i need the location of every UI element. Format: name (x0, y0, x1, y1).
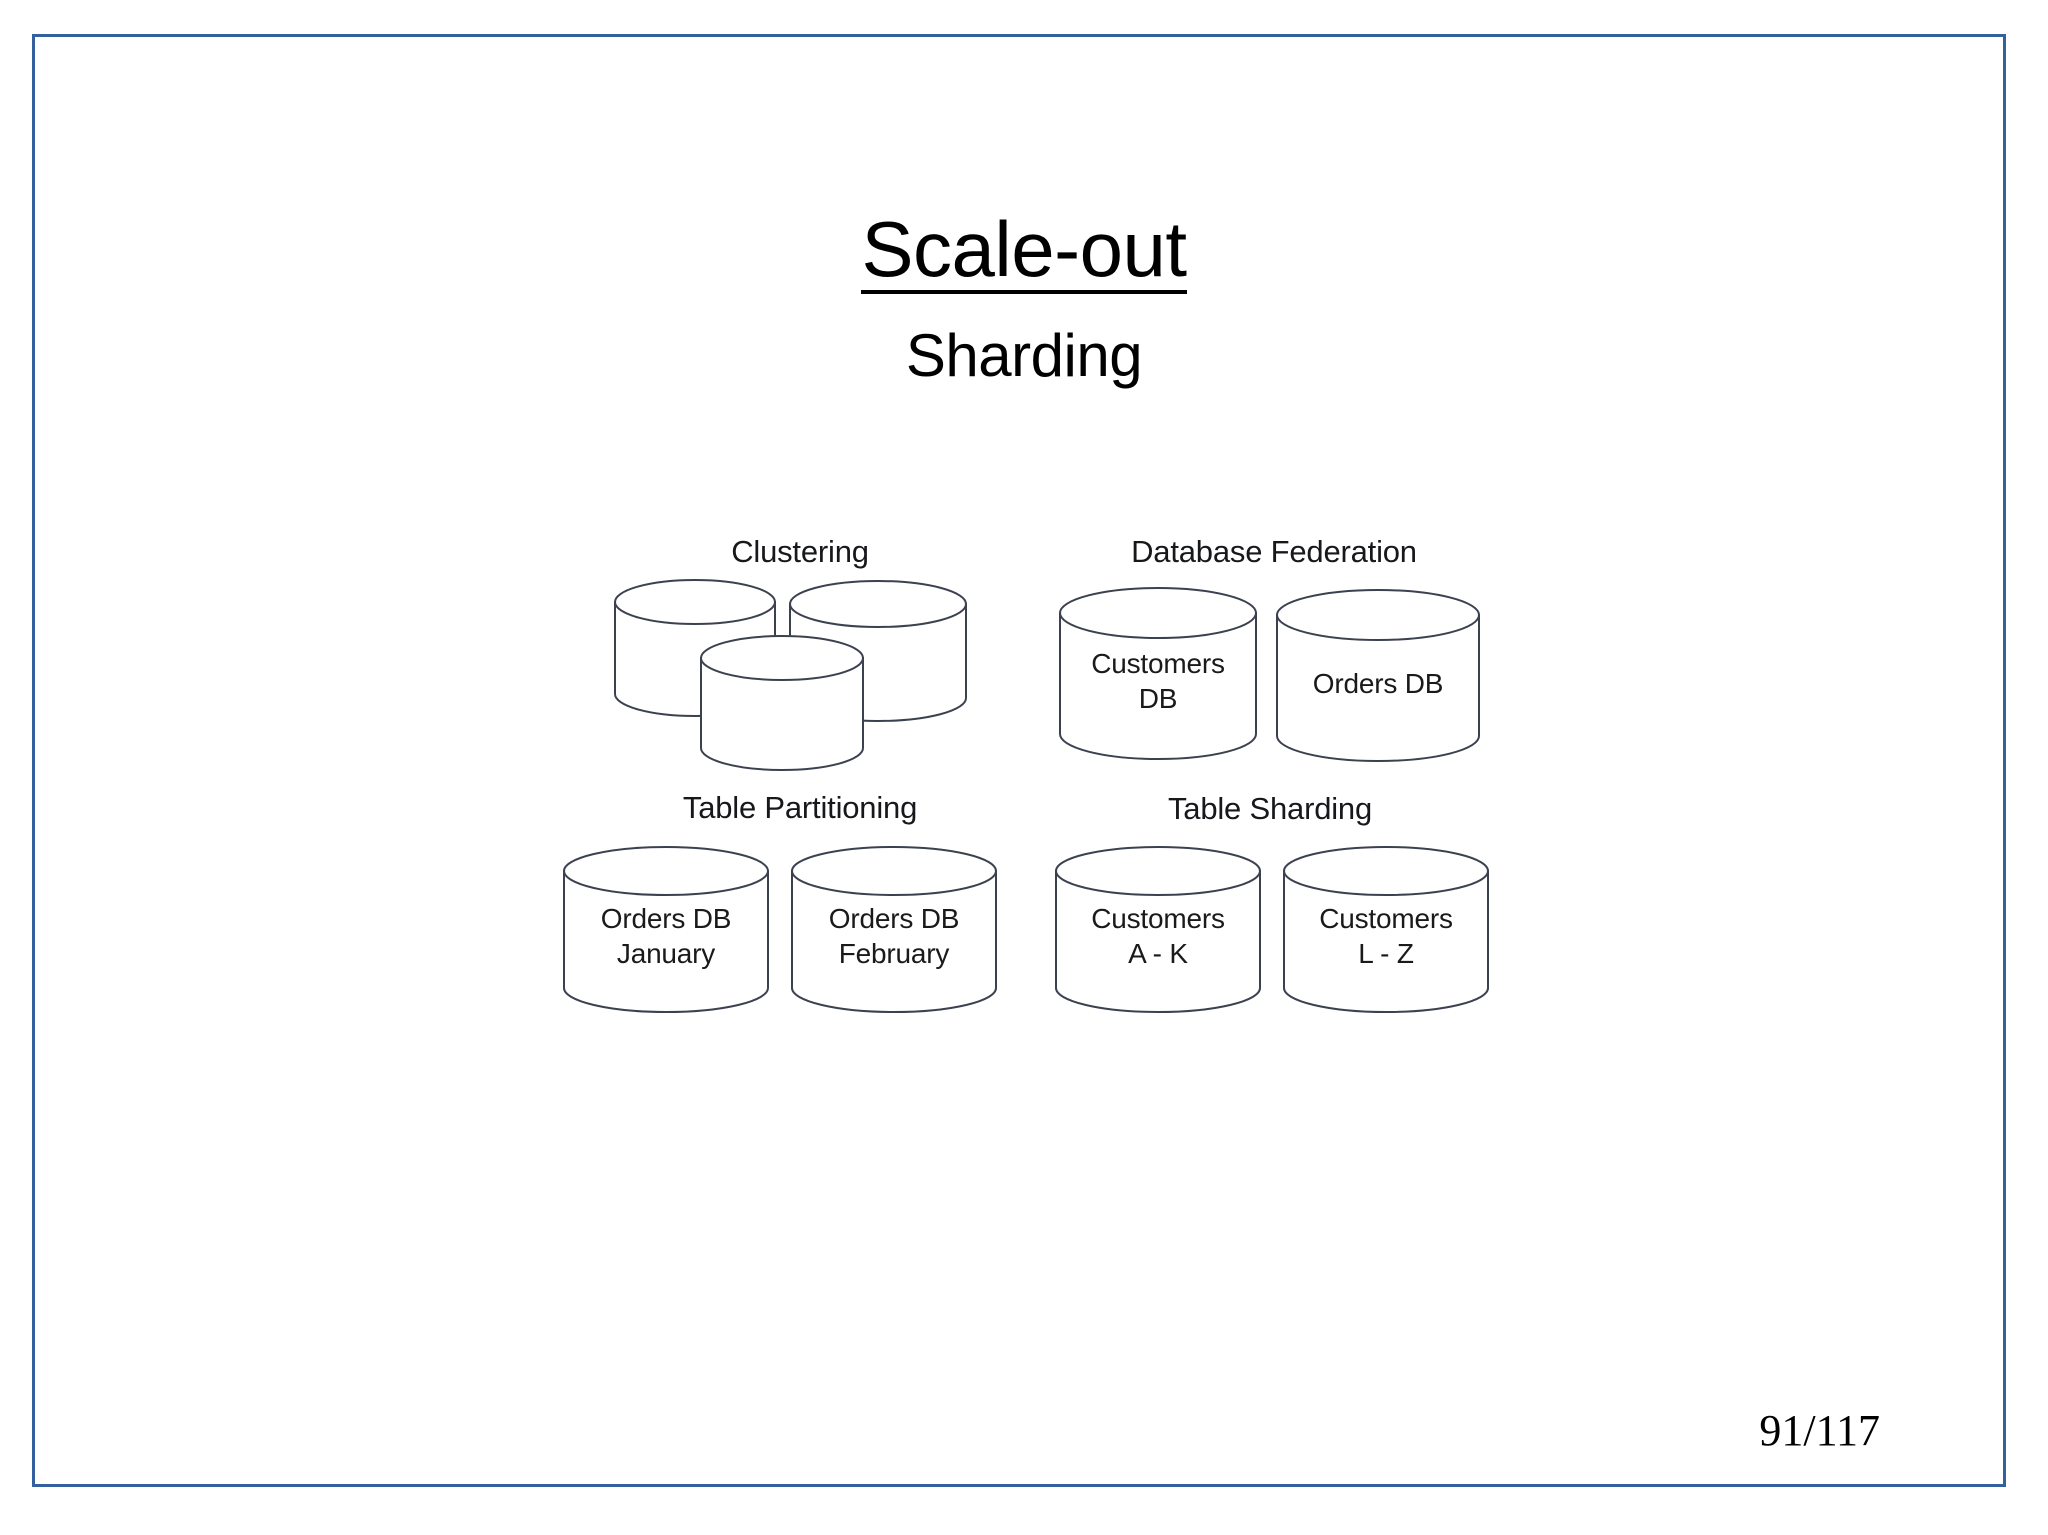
cylinder-customers-db: Customers DB (1058, 586, 1258, 764)
cylinder-orders-db-january: Orders DB January (562, 845, 770, 1017)
page-title-block: Scale-out (0, 210, 2048, 294)
group-label-database-federation: Database Federation (1131, 534, 1417, 569)
page-title: Scale-out (861, 205, 1187, 294)
cylinder-customers-a-k: Customers A - K (1054, 845, 1262, 1017)
page-number: 91/117 (1759, 1406, 1880, 1455)
cylinder-orders-db-february: Orders DB February (790, 845, 998, 1017)
group-label-clustering: Clustering (731, 534, 869, 569)
cylinder-clustering-3 (699, 633, 865, 773)
group-label-table-partitioning: Table Partitioning (682, 790, 918, 825)
group-label-table-sharding: Table Sharding (1167, 791, 1372, 826)
slide-border-frame (32, 34, 2006, 1487)
page-subtitle-block: Sharding (0, 326, 2048, 386)
page-subtitle: Sharding (905, 322, 1143, 389)
cylinder-orders-db: Orders DB (1275, 588, 1481, 766)
cylinder-customers-l-z: Customers L - Z (1282, 845, 1490, 1017)
